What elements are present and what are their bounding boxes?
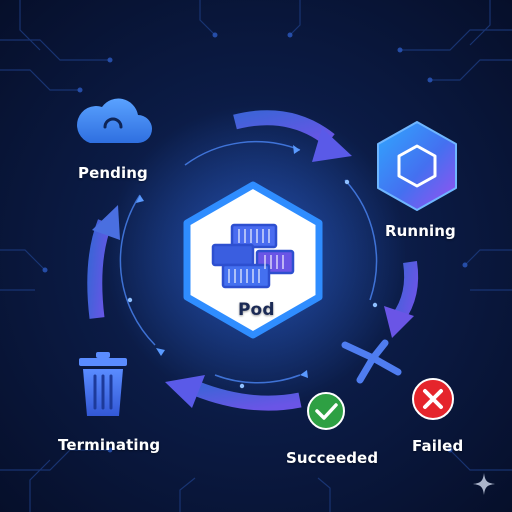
ring-dots	[127, 179, 378, 389]
terminating-label: Terminating	[58, 436, 161, 454]
pod-hexagon-icon	[183, 181, 323, 339]
cloud-icon	[77, 98, 152, 143]
sparkle-icon	[473, 473, 495, 495]
circuit-nodes	[42, 32, 468, 453]
x-circle-icon	[412, 378, 454, 420]
trash-icon	[79, 352, 127, 416]
succeeded-label: Succeeded	[286, 449, 379, 467]
pending-label: Pending	[78, 164, 148, 182]
pod-label: Pod	[238, 300, 275, 320]
containers-icon	[211, 223, 295, 289]
running-label: Running	[385, 222, 456, 240]
outer-cycle-arrows	[87, 110, 419, 411]
connector-icon	[341, 339, 402, 384]
failed-label: Failed	[412, 437, 464, 455]
ring-arrowheads	[136, 145, 308, 378]
hexagon-icon	[377, 121, 457, 211]
inner-cycle-ring	[119, 140, 378, 384]
check-circle-icon	[307, 392, 345, 430]
